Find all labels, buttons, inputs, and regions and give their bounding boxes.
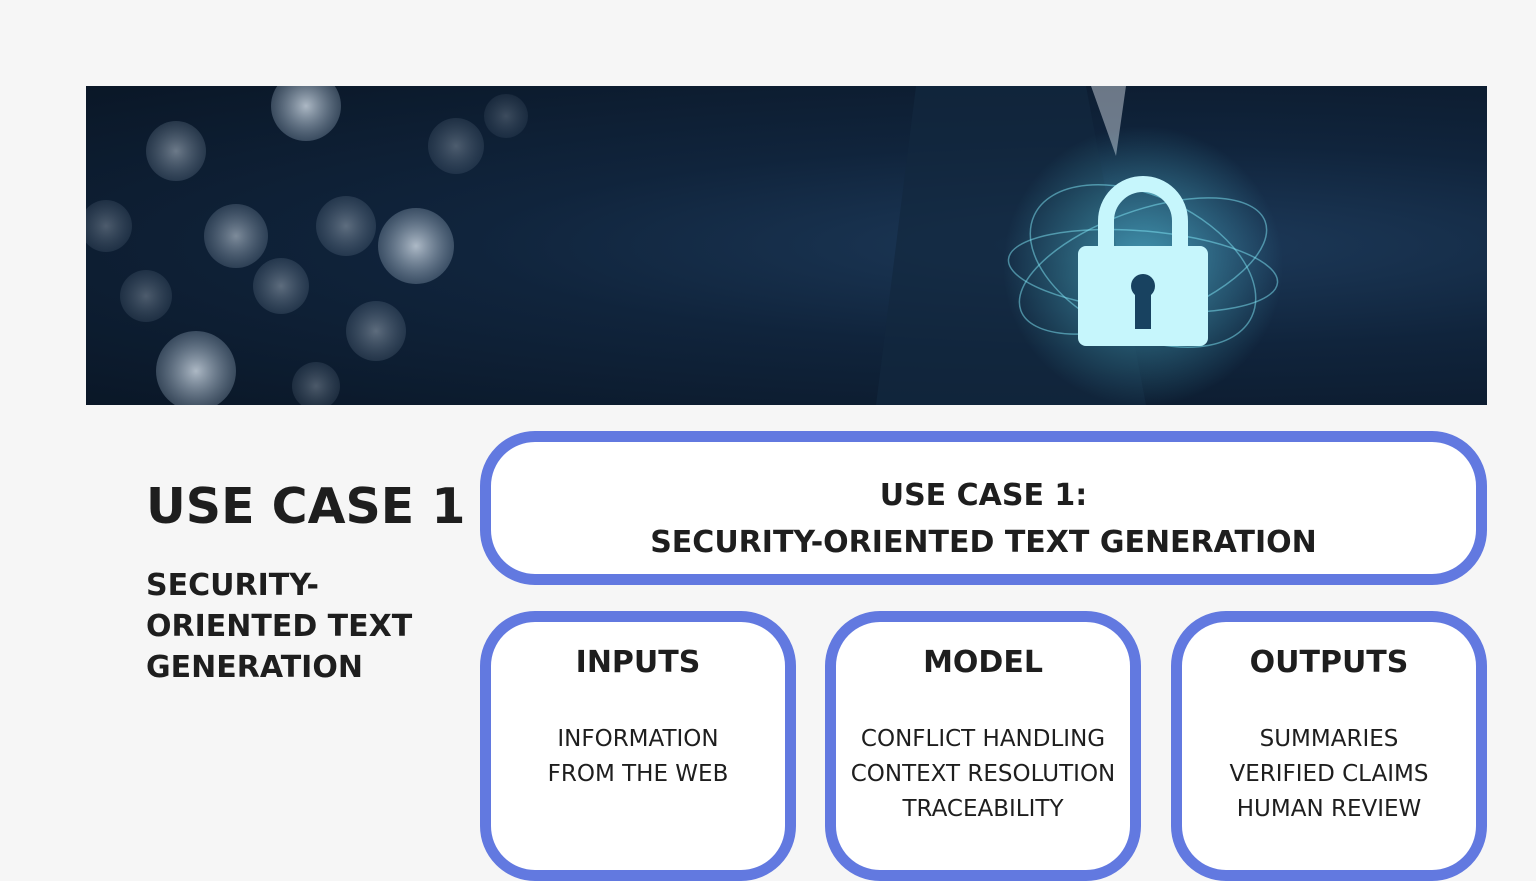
banner-illustration — [86, 86, 1283, 405]
security-banner-image — [86, 86, 1487, 405]
model-card: MODEL CONFLICT HANDLING CONTEXT RESOLUTI… — [825, 611, 1141, 881]
header-line-2: SECURITY-ORIENTED TEXT GENERATION — [650, 525, 1317, 560]
card-title: MODEL — [923, 645, 1043, 680]
card-item: INFORMATION — [557, 726, 719, 752]
inputs-card: INPUTS INFORMATION FROM THE WEB — [480, 611, 796, 881]
side-subtitle: SECURITY-ORIENTED TEXT GENERATION — [146, 568, 413, 685]
side-title: USE CASE 1 — [146, 478, 466, 535]
card-title: OUTPUTS — [1249, 645, 1409, 680]
card-item: FROM THE WEB — [547, 761, 729, 787]
header-line-1: USE CASE 1: — [879, 478, 1088, 513]
padlock-icon — [1078, 176, 1208, 346]
card-item: CONTEXT RESOLUTION — [850, 761, 1116, 787]
card-item: VERIFIED CLAIMS — [1229, 761, 1429, 787]
card-title: INPUTS — [575, 645, 701, 680]
bokeh-lights — [86, 86, 528, 405]
card-item: TRACEABILITY — [902, 796, 1064, 822]
outputs-card: OUTPUTS SUMMARIES VERIFIED CLAIMS HUMAN … — [1171, 611, 1487, 881]
use-case-header-box: USE CASE 1: SECURITY-ORIENTED TEXT GENER… — [480, 431, 1487, 585]
card-item: SUMMARIES — [1259, 726, 1399, 752]
card-item: HUMAN REVIEW — [1236, 796, 1422, 822]
card-item: CONFLICT HANDLING — [860, 726, 1106, 752]
